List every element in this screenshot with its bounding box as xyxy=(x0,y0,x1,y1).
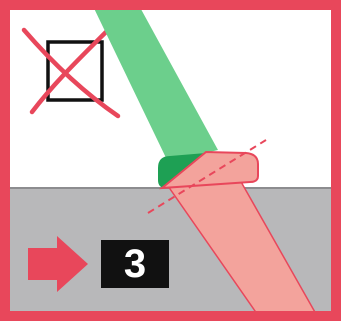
beam-upper-green xyxy=(90,0,218,162)
surface-wedge-pink xyxy=(158,150,259,190)
step-number-box: 3 xyxy=(101,240,169,288)
right-arrow-icon xyxy=(28,236,88,292)
checkbox-crossed-icon xyxy=(21,25,121,119)
step-number: 3 xyxy=(123,242,147,286)
